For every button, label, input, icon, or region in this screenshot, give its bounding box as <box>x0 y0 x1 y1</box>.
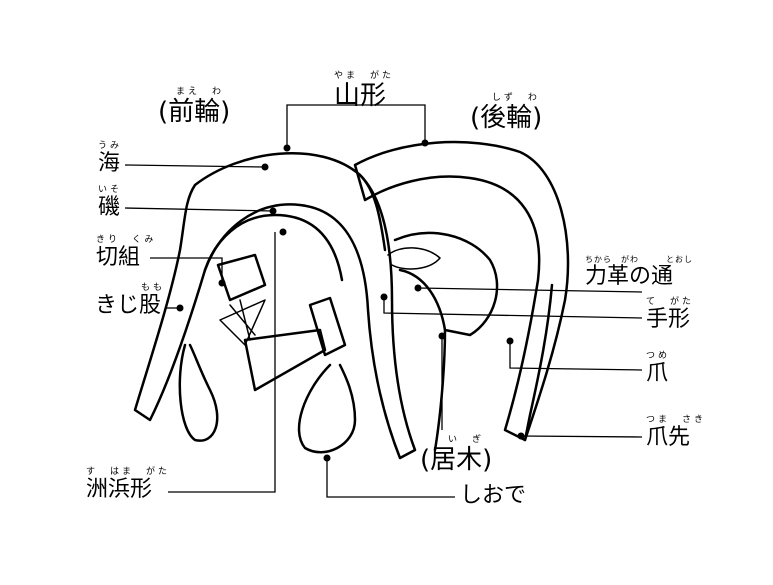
dot-suhamagata <box>279 228 287 236</box>
label-yamagata: やま がた 山形 <box>334 71 395 111</box>
under-bar <box>243 328 327 392</box>
leader-chikara <box>417 287 643 293</box>
kirikumi-block-left <box>216 253 267 302</box>
leader-umi <box>124 164 266 168</box>
front-arch-outer <box>133 151 417 460</box>
front-arch-inner <box>203 213 344 282</box>
label-tsume: つめ 爪 <box>646 351 671 386</box>
leader-iso <box>124 207 274 212</box>
leader-suhamagata <box>168 232 276 493</box>
rear-arch-outer <box>353 140 570 442</box>
label-iso: いそ 磯 <box>98 185 123 220</box>
label-shiode: しおで <box>460 483 527 508</box>
seat-board-lower <box>433 328 447 452</box>
label-kijimata: もも きじ股 <box>95 283 166 318</box>
leader-kirikumi <box>150 257 223 283</box>
front-arch-edge <box>358 173 387 252</box>
chikara-gawa-knot <box>387 247 441 270</box>
label-umi: うみ 海 <box>98 141 123 176</box>
label-chikara: ちから がわ とおし 力革の通 <box>585 255 693 289</box>
leader-tegata <box>383 297 643 319</box>
strap-loop-right <box>297 363 357 454</box>
label-igi: い ぎ (居木) <box>420 435 493 475</box>
cross-lacing <box>219 299 266 346</box>
strap-loop-left <box>178 343 219 442</box>
rear-arch-inner <box>523 283 554 442</box>
label-shizuwa: しず わ (後輪) <box>470 93 543 133</box>
leader-yamagata <box>286 104 426 148</box>
leader-shiode <box>326 458 455 498</box>
label-tegata: て がた 手形 <box>646 297 695 332</box>
kirikumi-block-right <box>308 296 347 357</box>
label-kirikumi: きり くみ 切組 <box>96 235 157 270</box>
seat-board <box>393 231 499 337</box>
label-suhamagata: す はま がた 洲浜形 <box>86 467 171 502</box>
label-tsumesaki: つま さき 爪先 <box>646 415 707 450</box>
leader-tsume <box>509 341 643 371</box>
leader-tsumesaki <box>520 435 643 438</box>
label-maewa: まえ わ (前輪) <box>158 87 231 127</box>
